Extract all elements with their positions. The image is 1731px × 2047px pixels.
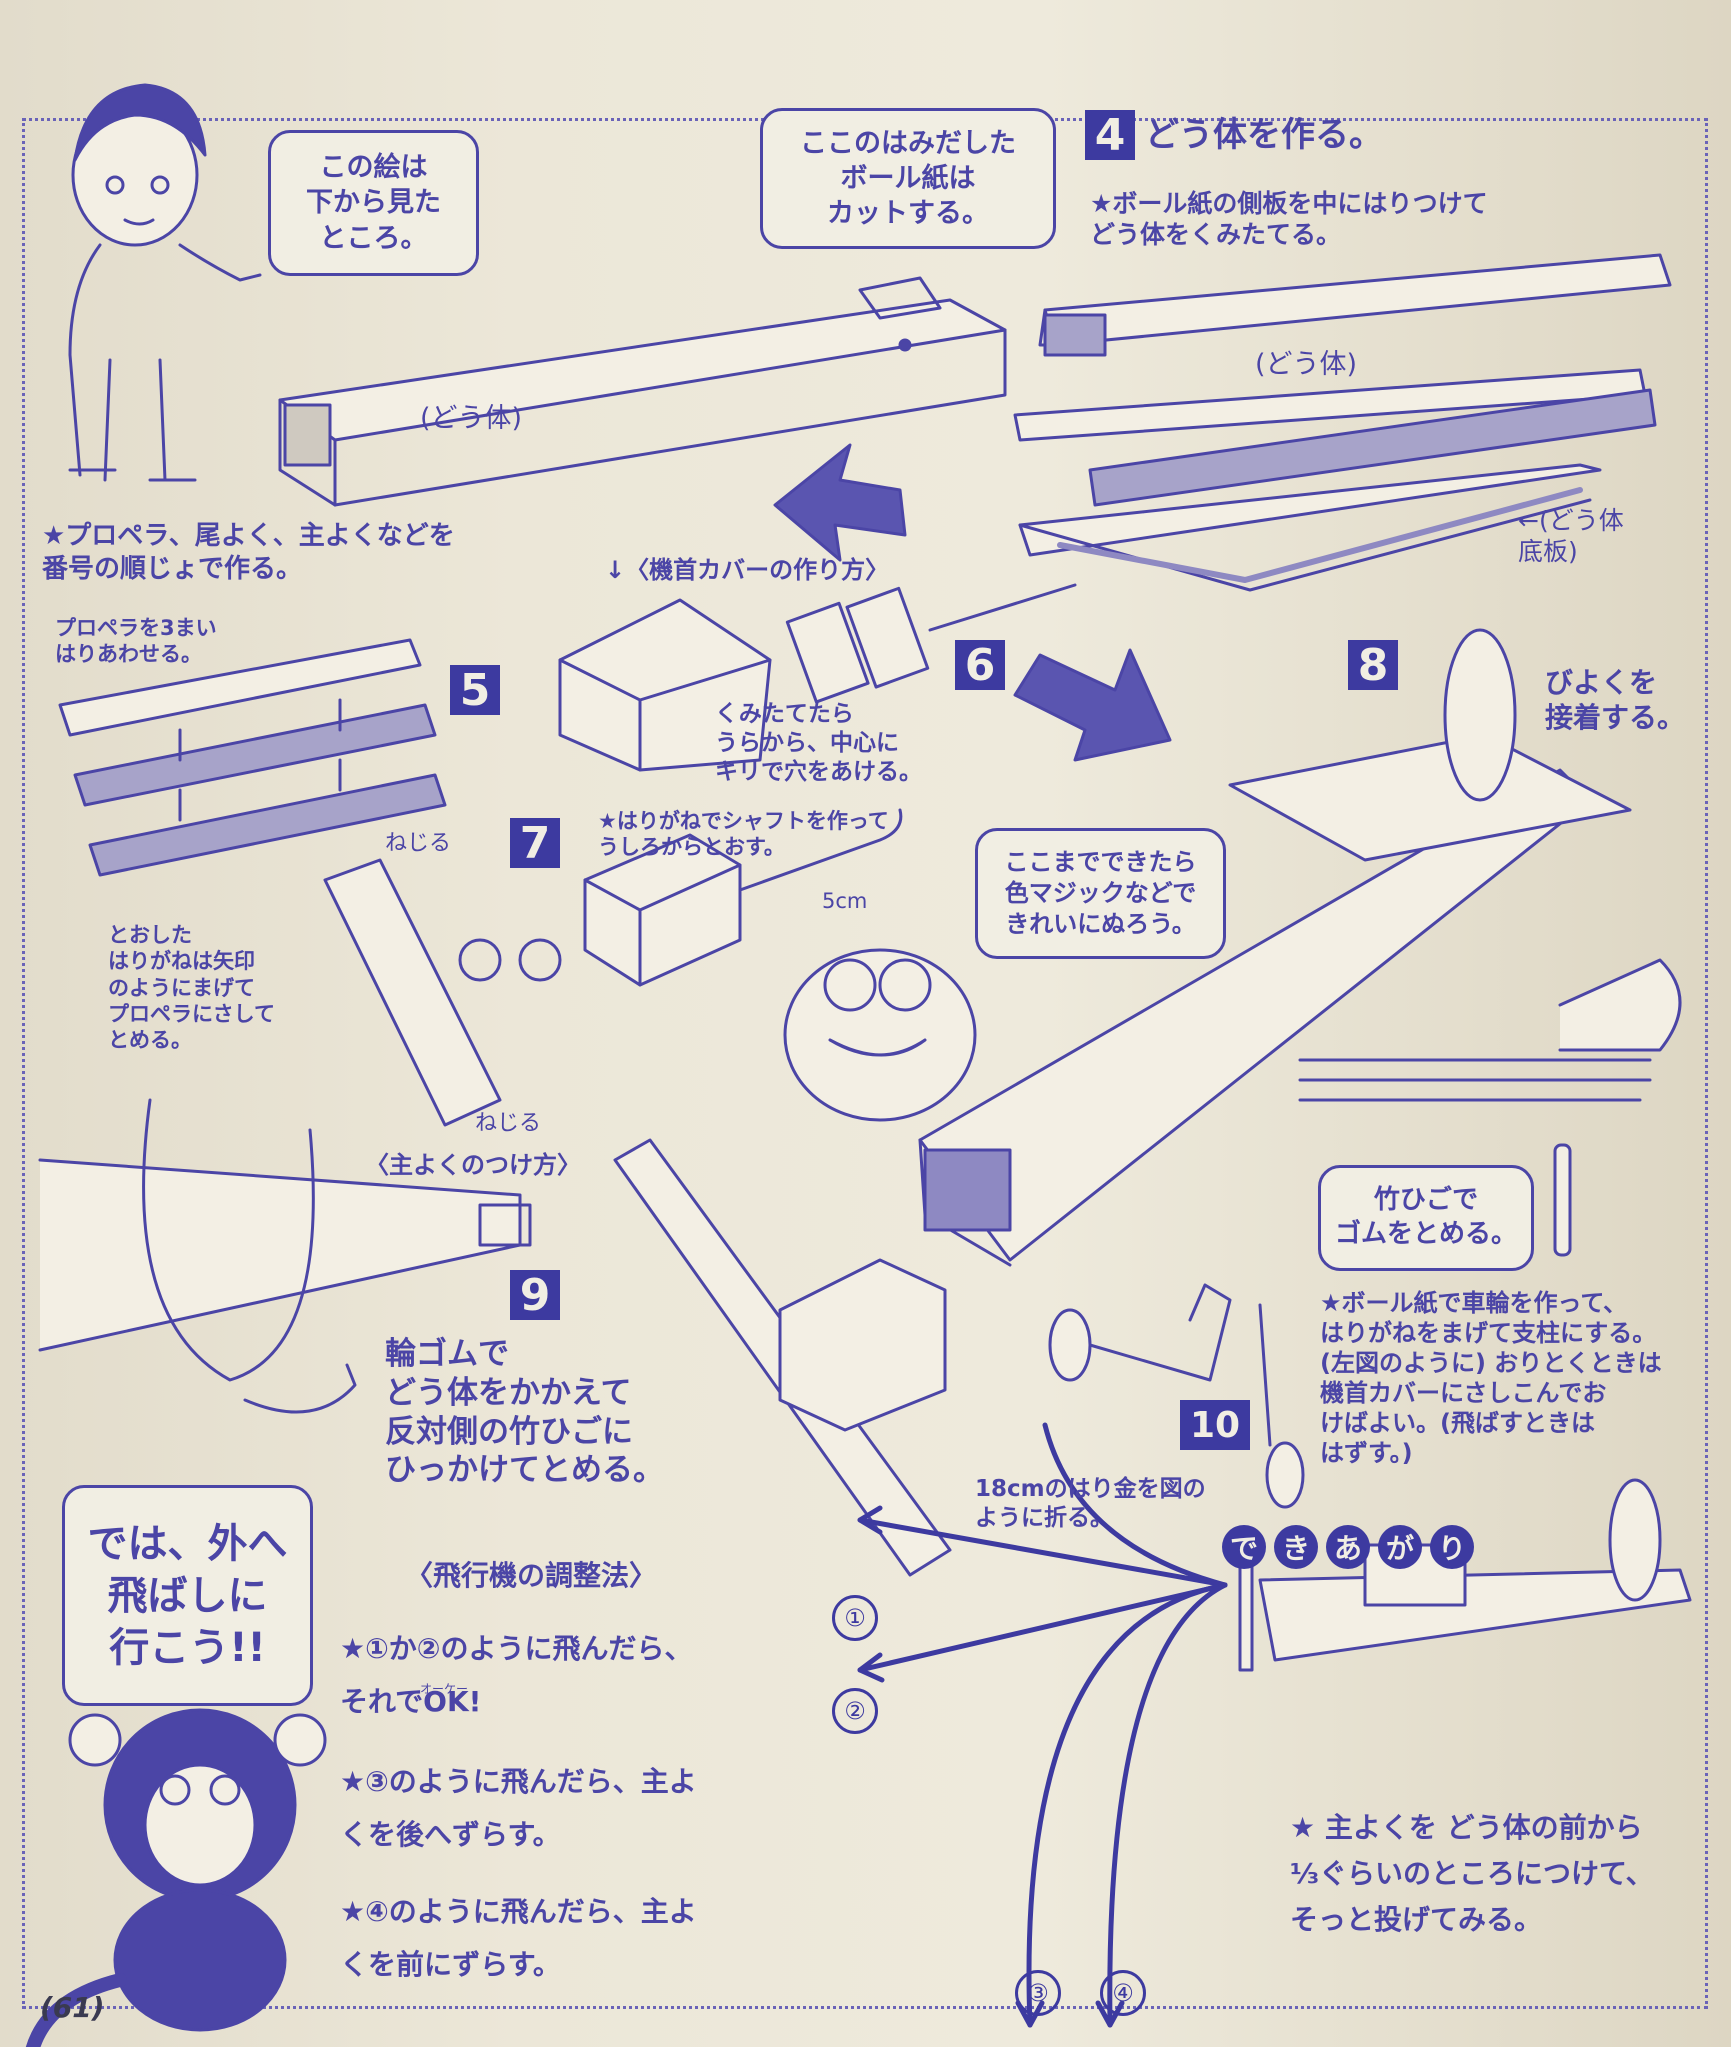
wire-18cm-note: 18cmのはり金を図の ように折る。 — [975, 1476, 1206, 1531]
five-cm-label: 5cm — [822, 889, 868, 913]
right-fuselage-parts-illustration — [1013, 253, 1672, 592]
done-char-4: が — [1378, 1525, 1422, 1569]
propeller-layers-illustration — [58, 638, 447, 877]
bubble-go-fly: では、外へ 飛ばしに 行こう!! — [62, 1485, 313, 1706]
arrow-left-big — [773, 443, 907, 562]
nose-cover-box-illustration — [558, 583, 1077, 772]
flight-mark-4: ④ — [1100, 1970, 1146, 2016]
propeller-mount-illustration — [613, 1138, 952, 1577]
final-airplane-illustration — [1238, 1478, 1692, 1672]
assembled-fuselage-illustration — [918, 628, 1682, 1267]
done-char-1: で — [1222, 1525, 1266, 1569]
step-5-number: 5 — [450, 665, 500, 716]
bubble-paint: ここまでできたら 色マジックなどで きれいにぬろう。 — [975, 828, 1226, 959]
label-body-left: (どう体) — [420, 403, 523, 434]
page-number: (61) — [40, 1991, 105, 2024]
step-4-number: 4 — [1085, 110, 1135, 161]
left-fuselage-illustration — [278, 276, 1007, 507]
wheel-wire-illustration — [1048, 1283, 1305, 1509]
step-4-title: どう体を作る。 — [1145, 115, 1383, 155]
done-char-5: り — [1430, 1525, 1474, 1569]
girl-character-illustration — [68, 83, 262, 482]
order-note: ★プロペラ、尾よく、主よくなどを 番号の順じょで作る。 — [42, 521, 455, 584]
twist-bottom-label: ねじる — [475, 1111, 542, 1136]
adjust-item-2: ★③のように飛んだら、主よ くを後へずらす。 — [340, 1765, 697, 1852]
step-4-note: ★ボール紙の側板を中にはりつけて どう体をくみたてる。 — [1090, 189, 1488, 250]
flight-mark-2: ② — [832, 1688, 878, 1734]
flight-mark-3: ③ — [1015, 1970, 1061, 2016]
cat-character-illustration — [25, 1708, 327, 2047]
bubble-bamboo-stop: 竹ひごで ゴムをとめる。 — [1318, 1165, 1534, 1271]
arrow-right-big — [1013, 648, 1172, 762]
propeller-glue-note: プロペラを3まい はりあわせる。 — [55, 616, 217, 667]
step-7-number: 7 — [510, 818, 560, 869]
done-char-3: あ — [1326, 1525, 1370, 1569]
adjust-title: 〈飛行機の調整法〉 — [405, 1559, 658, 1592]
bubble-seen-from-below: この絵は 下から見た ところ。 — [268, 130, 479, 276]
flight-paths-diagram — [857, 1422, 1228, 2028]
nose-cover-title: ↓〈機首カバーの作り方〉 — [605, 556, 890, 584]
step-9-number: 9 — [510, 1270, 560, 1321]
propeller-shaft-illustration — [323, 808, 903, 1127]
twist-top-label: ねじる — [385, 831, 452, 856]
final-note: ★ 主よくを どう体の前から ⅓ぐらいのところにつけて、 そっと投げてみる。 — [1290, 1811, 1654, 1937]
adjust-item-3: ★④のように飛んだら、主よ くを前にずらす。 — [340, 1895, 697, 1982]
adjust-ok-ruby: オーケー — [420, 1682, 469, 1696]
rubber-band-note: 輪ゴムで どう体をかかえて 反対側の竹ひごに ひっかけてとめる。 — [385, 1336, 664, 1489]
glasses-character-illustration — [783, 948, 977, 1122]
step-8-number: 8 — [1348, 640, 1398, 691]
step-10-number: 10 — [1180, 1400, 1250, 1450]
adjust-item-1: ★①か②のように飛んだら、 それでOK! — [340, 1632, 693, 1719]
label-body-right: (どう体) — [1255, 349, 1358, 380]
wheel-note: ★ボール紙で車輪を作って、 はりがねをまげて支柱にする。 (左図のように) おり… — [1320, 1289, 1662, 1467]
label-body-bottom: ←(どう体 底板) — [1518, 506, 1624, 567]
flight-mark-1: ① — [832, 1595, 878, 1641]
bubble-cut-excess: ここのはみだした ボール紙は カットする。 — [760, 108, 1056, 249]
nose-hole-note: くみたてたら うらから、中心に キリで穴をあける。 — [715, 701, 922, 785]
bend-wire-note: とおした はりがねは矢印 のようにまげて プロペラにさして とめる。 — [108, 923, 275, 1052]
step-6-number: 6 — [955, 640, 1005, 691]
done-char-2: き — [1274, 1525, 1318, 1569]
wing-attach-illustration — [38, 1098, 532, 1414]
done-banner: で き あ が り — [1222, 1525, 1522, 1575]
wire-shaft-note: ★はりがねでシャフトを作って うしろからとおす。 — [598, 809, 889, 860]
wing-attach-title: 〈主よくのつけ方〉 — [365, 1151, 581, 1179]
tail-glue-note: びよくを 接着する。 — [1545, 666, 1686, 734]
